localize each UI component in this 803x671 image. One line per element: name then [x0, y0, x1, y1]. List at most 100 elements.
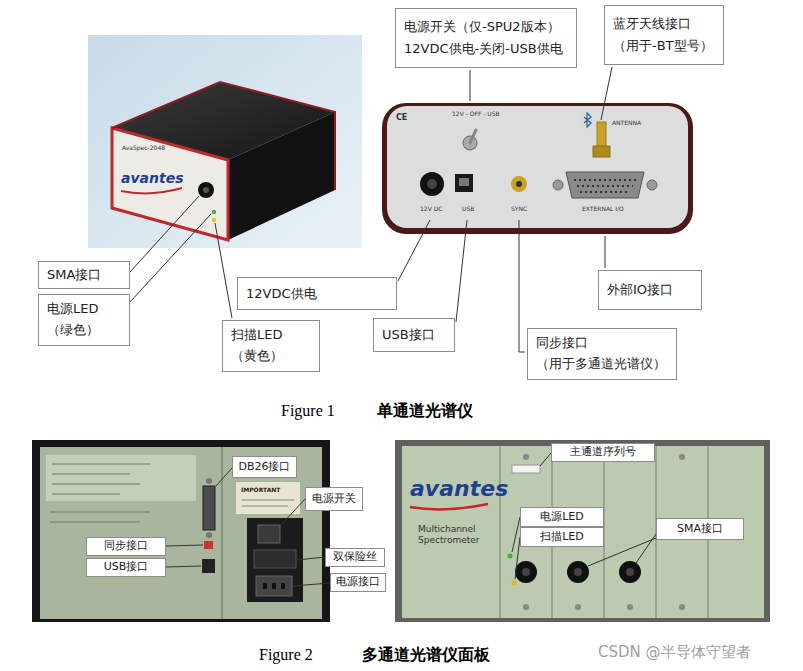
printed-label: avantes — [121, 170, 184, 187]
module-seam — [499, 446, 501, 618]
printed-label: 12V - OFF - USB — [452, 110, 500, 117]
callout-text: SMA接口 — [47, 265, 101, 285]
printed-label: 12V DC — [420, 205, 442, 212]
sticker-line — [50, 522, 140, 523]
leader-line — [130, 196, 199, 272]
printed-label: Multichannel Spectrometer — [418, 524, 496, 546]
printed-label: ANTENNA — [612, 119, 641, 126]
sma-connector — [619, 561, 641, 583]
db26-connector — [203, 486, 215, 530]
db-screw — [553, 180, 563, 190]
leader-line — [636, 534, 656, 563]
leader-line — [470, 70, 471, 101]
power-socket — [256, 576, 292, 596]
callout-box: 电源开关 — [305, 487, 363, 511]
callout-box: 双保险丝 — [325, 548, 385, 567]
socket-pin — [263, 583, 267, 589]
callout-box: 电源接口 — [330, 573, 386, 592]
callout-box: SMA接口 — [656, 518, 744, 540]
callout-box: 主通道序列号 — [551, 443, 655, 462]
power-module — [247, 518, 303, 602]
front-plate — [402, 446, 764, 618]
callout-text: 电源LED — [540, 509, 584, 526]
callout-box: SMA接口 — [38, 261, 130, 289]
red-trim — [112, 82, 335, 190]
callout-box: 电源LED — [520, 507, 604, 527]
callout-text: USB接口 — [104, 559, 149, 576]
printed-label: AvaSpec-2048 — [122, 144, 165, 151]
panel-screw — [679, 604, 685, 610]
sma-bore — [574, 568, 582, 576]
housing-side — [228, 112, 335, 240]
back-panel — [387, 106, 688, 228]
callout-text: 12VDC供电-关闭-USB供电 — [404, 38, 563, 60]
callout-box: 电源开关（仅-SPU2版本）12VDC供电-关闭-USB供电 — [395, 8, 577, 68]
callout-text: 扫描LED — [231, 325, 282, 346]
printed-label: CE — [396, 113, 407, 123]
callout-box: 电源LED（绿色） — [38, 294, 130, 346]
callout-text: 外部IO接口 — [607, 280, 673, 300]
db-pins — [580, 191, 630, 193]
logo-swoosh — [410, 504, 488, 509]
callout-text: 同步接口 — [104, 538, 148, 555]
panel-screw — [523, 454, 529, 460]
dc-jack-pin — [427, 179, 437, 189]
sync-bore — [516, 181, 522, 187]
callout-text: （用于-BT型号） — [613, 35, 713, 57]
db-connector — [566, 172, 644, 198]
callout-box: 扫描LED（黄色） — [222, 320, 320, 372]
antenna-connector — [597, 122, 606, 148]
printed-label: Figure 2 — [259, 645, 313, 664]
callout-box: USB接口 — [373, 318, 455, 352]
callout-text: 电源开关 — [312, 491, 356, 508]
antenna-nut — [593, 146, 610, 157]
sma-bore — [626, 568, 634, 576]
sticker-line — [52, 484, 140, 485]
callout-box: DB26接口 — [232, 456, 297, 478]
sticker-lines — [50, 464, 150, 522]
sticker-line — [52, 474, 130, 475]
db-screw — [647, 180, 657, 190]
leader-line — [456, 220, 467, 322]
leader-line — [282, 499, 305, 524]
callout-box: 扫描LED — [520, 527, 604, 547]
power-led — [212, 210, 216, 214]
panel-screw — [575, 604, 581, 610]
toggle-lever — [470, 130, 476, 143]
printed-label: Figure 1 — [281, 401, 335, 420]
rear-plate — [40, 447, 322, 619]
serial-tag — [512, 465, 540, 473]
printed-label: USB — [462, 205, 474, 212]
power-switch — [258, 525, 280, 543]
printed-label: 多通道光谱仪面板 — [362, 645, 490, 664]
bluetooth-symbol — [584, 113, 591, 127]
front-frame — [395, 440, 770, 622]
leader-line — [293, 583, 330, 586]
callout-box: 同步接口（用于多通道光谱仪） — [527, 328, 677, 380]
printed-label: 单通道光谱仪 — [377, 401, 473, 420]
front-panel — [112, 128, 228, 240]
usb-port — [455, 174, 473, 192]
sma-connector — [198, 182, 214, 198]
callout-text: （用于多通道光谱仪） — [536, 354, 666, 375]
leader-lines — [166, 453, 656, 586]
leader-line — [601, 67, 612, 120]
panel-screw — [627, 604, 633, 610]
callout-box: 外部IO接口 — [598, 270, 702, 310]
sma-bore — [203, 187, 209, 193]
callout-text: 同步接口 — [536, 333, 588, 354]
printed-label: CSDN @半导体守望者 — [598, 643, 751, 661]
db-screw — [206, 478, 212, 484]
notice-line — [242, 506, 288, 507]
sma-connector — [515, 561, 537, 583]
scan-led — [512, 581, 517, 586]
callout-text: 主通道序列号 — [570, 444, 636, 461]
rear-frame — [32, 440, 330, 622]
printed-label: IMPORTANT — [241, 486, 280, 493]
leader-line — [605, 236, 606, 268]
usb-port — [202, 559, 215, 573]
db-pins — [574, 179, 636, 181]
db-screw — [206, 532, 212, 538]
